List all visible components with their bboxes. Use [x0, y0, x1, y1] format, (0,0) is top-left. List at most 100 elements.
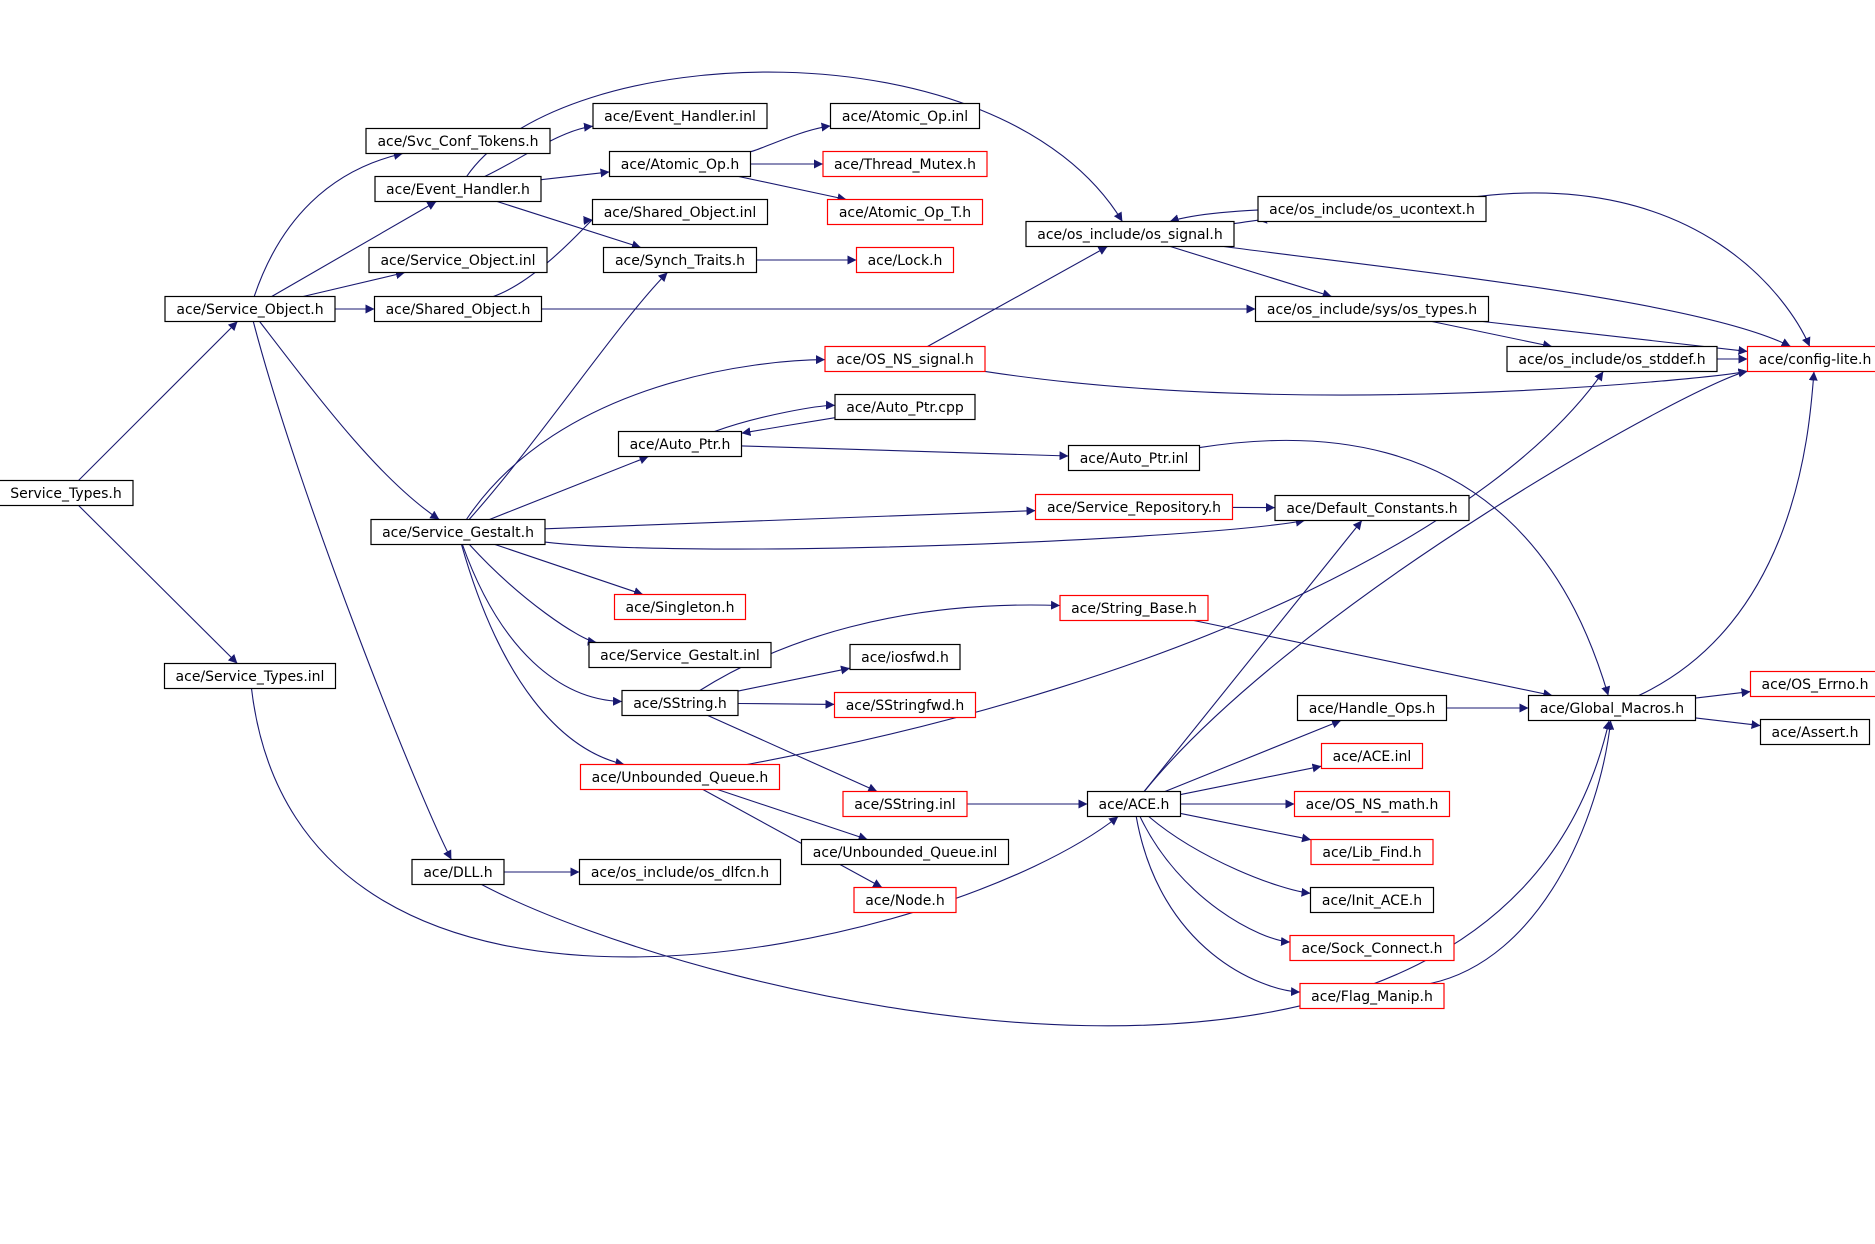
node-box[interactable]	[826, 198, 984, 226]
node-box[interactable]	[800, 838, 1010, 866]
node-box[interactable]	[0, 479, 134, 507]
node-string_base_h[interactable]: ace/String_Base.h	[1059, 594, 1209, 622]
node-os_errno_h[interactable]: ace/OS_Errno.h	[1749, 670, 1875, 698]
node-box[interactable]	[822, 150, 988, 178]
node-box[interactable]	[365, 127, 551, 155]
node-os_types_h[interactable]: ace/os_include/sys/os_types.h	[1254, 295, 1490, 323]
node-service_types_h[interactable]: Service_Types.h	[0, 479, 134, 507]
node-box[interactable]	[163, 662, 337, 690]
node-service_types_inl[interactable]: ace/Service_Types.inl	[163, 662, 337, 690]
node-box[interactable]	[588, 641, 772, 669]
node-box[interactable]	[849, 643, 961, 671]
node-box[interactable]	[1293, 790, 1451, 818]
node-box[interactable]	[1746, 345, 1875, 373]
node-box[interactable]	[1034, 493, 1234, 521]
node-box[interactable]	[591, 198, 769, 226]
node-box[interactable]	[1296, 694, 1448, 722]
node-service_object_h[interactable]: ace/Service_Object.h	[164, 295, 336, 323]
node-service_gestalt_inl[interactable]: ace/Service_Gestalt.inl	[588, 641, 772, 669]
node-atomic_op_h[interactable]: ace/Atomic_Op.h	[608, 150, 752, 178]
node-box[interactable]	[602, 246, 758, 274]
node-box[interactable]	[374, 175, 542, 203]
node-box[interactable]	[1299, 982, 1445, 1010]
node-box[interactable]	[164, 295, 336, 323]
node-box[interactable]	[833, 691, 977, 719]
node-handle_ops_h[interactable]: ace/Handle_Ops.h	[1296, 694, 1448, 722]
node-init_ace_h[interactable]: ace/Init_ACE.h	[1309, 886, 1435, 914]
node-box[interactable]	[579, 763, 781, 791]
node-box[interactable]	[1086, 790, 1182, 818]
node-os_stddef_h[interactable]: ace/os_include/os_stddef.h	[1506, 345, 1718, 373]
node-box[interactable]	[1759, 718, 1871, 746]
node-assert_h[interactable]: ace/Assert.h	[1759, 718, 1871, 746]
node-auto_ptr_h[interactable]: ace/Auto_Ptr.h	[617, 430, 743, 458]
node-atomic_op_inl[interactable]: ace/Atomic_Op.inl	[829, 102, 981, 130]
node-box[interactable]	[1506, 345, 1718, 373]
node-sstringfwd_h[interactable]: ace/SStringfwd.h	[833, 691, 977, 719]
node-os_ucontext_h[interactable]: ace/os_include/os_ucontext.h	[1257, 195, 1487, 223]
node-sstring_inl[interactable]: ace/SString.inl	[842, 790, 968, 818]
node-service_object_inl[interactable]: ace/Service_Object.inl	[368, 246, 548, 274]
node-sock_connect_h[interactable]: ace/Sock_Connect.h	[1289, 934, 1455, 962]
node-box[interactable]	[608, 150, 752, 178]
node-global_macros_h[interactable]: ace/Global_Macros.h	[1527, 694, 1697, 722]
node-box[interactable]	[1289, 934, 1455, 962]
node-box[interactable]	[855, 246, 955, 274]
node-os_signal_h[interactable]: ace/os_include/os_signal.h	[1025, 220, 1235, 248]
node-box[interactable]	[1310, 838, 1434, 866]
node-box[interactable]	[1749, 670, 1875, 698]
node-os_ns_signal_h[interactable]: ace/OS_NS_signal.h	[824, 345, 986, 373]
node-box[interactable]	[1309, 886, 1435, 914]
node-lib_find_h[interactable]: ace/Lib_Find.h	[1310, 838, 1434, 866]
node-box[interactable]	[621, 689, 739, 717]
node-box[interactable]	[1025, 220, 1235, 248]
node-box[interactable]	[1274, 494, 1470, 522]
node-box[interactable]	[617, 430, 743, 458]
node-sstring_h[interactable]: ace/SString.h	[621, 689, 739, 717]
node-unbounded_queue_h[interactable]: ace/Unbounded_Queue.h	[579, 763, 781, 791]
node-event_handler_inl[interactable]: ace/Event_Handler.inl	[592, 102, 768, 130]
node-node_h[interactable]: ace/Node.h	[853, 886, 957, 914]
node-shared_object_h[interactable]: ace/Shared_Object.h	[373, 295, 543, 323]
node-ace_inl[interactable]: ace/ACE.inl	[1320, 742, 1424, 770]
node-default_constants_h[interactable]: ace/Default_Constants.h	[1274, 494, 1470, 522]
node-dll_h_dlfcn[interactable]: ace/os_include/os_dlfcn.h	[578, 858, 782, 886]
node-singleton_h[interactable]: ace/Singleton.h	[613, 593, 747, 621]
node-synch_traits_h[interactable]: ace/Synch_Traits.h	[602, 246, 758, 274]
node-box[interactable]	[592, 102, 768, 130]
node-svc_conf_tokens_h[interactable]: ace/Svc_Conf_Tokens.h	[365, 127, 551, 155]
node-box[interactable]	[834, 393, 976, 421]
node-unbounded_queue_inl[interactable]: ace/Unbounded_Queue.inl	[800, 838, 1010, 866]
node-auto_ptr_cpp[interactable]: ace/Auto_Ptr.cpp	[834, 393, 976, 421]
node-box[interactable]	[368, 246, 548, 274]
node-box[interactable]	[373, 295, 543, 323]
node-box[interactable]	[1320, 742, 1424, 770]
node-box[interactable]	[578, 858, 782, 886]
node-box[interactable]	[824, 345, 986, 373]
node-box[interactable]	[829, 102, 981, 130]
node-shared_object_inl[interactable]: ace/Shared_Object.inl	[591, 198, 769, 226]
node-box[interactable]	[1254, 295, 1490, 323]
node-box[interactable]	[1527, 694, 1697, 722]
node-flag_manip_h[interactable]: ace/Flag_Manip.h	[1299, 982, 1445, 1010]
node-box[interactable]	[613, 593, 747, 621]
node-service_repository_h[interactable]: ace/Service_Repository.h	[1034, 493, 1234, 521]
node-ace_h[interactable]: ace/ACE.h	[1086, 790, 1182, 818]
node-box[interactable]	[1059, 594, 1209, 622]
node-config_lite_h[interactable]: ace/config-lite.h	[1746, 345, 1875, 373]
node-iosfwd_h[interactable]: ace/iosfwd.h	[849, 643, 961, 671]
node-box[interactable]	[1257, 195, 1487, 223]
node-box[interactable]	[411, 858, 505, 886]
node-box[interactable]	[842, 790, 968, 818]
node-thread_mutex_h[interactable]: ace/Thread_Mutex.h	[822, 150, 988, 178]
node-event_handler_h[interactable]: ace/Event_Handler.h	[374, 175, 542, 203]
node-box[interactable]	[370, 518, 546, 546]
node-lock_h[interactable]: ace/Lock.h	[855, 246, 955, 274]
node-dll_h[interactable]: ace/DLL.h	[411, 858, 505, 886]
node-service_gestalt_h[interactable]: ace/Service_Gestalt.h	[370, 518, 546, 546]
node-auto_ptr_inl[interactable]: ace/Auto_Ptr.inl	[1067, 444, 1201, 472]
node-os_ns_math_h[interactable]: ace/OS_NS_math.h	[1293, 790, 1451, 818]
node-box[interactable]	[1067, 444, 1201, 472]
node-atomic_op_t_h[interactable]: ace/Atomic_Op_T.h	[826, 198, 984, 226]
node-box[interactable]	[853, 886, 957, 914]
